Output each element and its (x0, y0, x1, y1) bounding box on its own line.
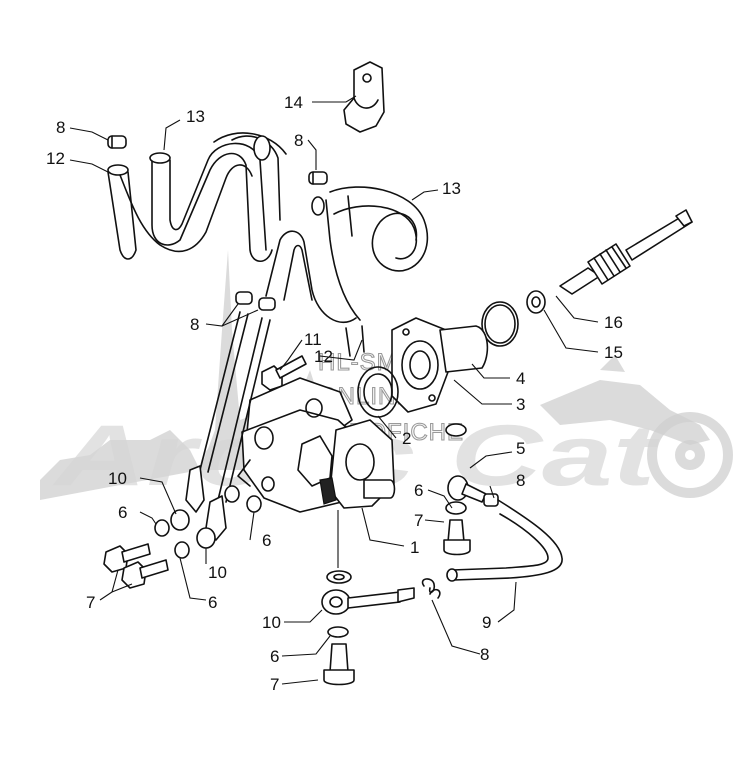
callout-6-right: 6 (414, 481, 423, 500)
callout-9: 9 (482, 613, 491, 632)
part-13-hose-right (265, 186, 429, 324)
callout-7-bottom: 7 (270, 675, 279, 694)
callout-8-bottom: 8 (480, 645, 489, 664)
part-6-washers-right (445, 423, 467, 515)
callout-3: 3 (516, 395, 525, 414)
part-8-clamp-a (107, 135, 127, 149)
callout-13-left: 13 (186, 107, 205, 126)
watermark-skyline-left (40, 430, 200, 500)
part-8-clamp-c (235, 291, 276, 311)
callout-5: 5 (516, 439, 525, 458)
part-16-drive-shaft (559, 209, 693, 295)
part-8-clamp-d (483, 493, 499, 507)
callout-10-bottom: 10 (262, 613, 281, 632)
callout-labels: 14 13 8 12 8 13 8 11 12 16 15 4 3 2 5 6 … (46, 93, 623, 694)
part-10-banjo-bottom (321, 587, 415, 615)
part-8-clamp-e (421, 578, 441, 599)
callout-13-right: 13 (442, 179, 461, 198)
part-11-bolt (261, 355, 307, 391)
part-2-gasket (357, 366, 399, 418)
part-7-bolt-bottom (323, 643, 355, 686)
callout-6-left-b: 6 (208, 593, 217, 612)
callout-16: 16 (604, 313, 623, 332)
callout-7-right: 7 (414, 511, 423, 530)
leader-lines (69, 95, 599, 685)
part-7-bolts-left (103, 543, 169, 589)
callout-1: 1 (410, 538, 419, 557)
part-4-o-ring (481, 301, 519, 347)
callout-7-left: 7 (86, 593, 95, 612)
callout-15: 15 (604, 343, 623, 362)
callout-12-top-left: 12 (46, 149, 65, 168)
part-14-bracket (343, 61, 385, 133)
callout-6-mid: 6 (262, 531, 271, 550)
part-7-bolt-right (443, 519, 471, 556)
callout-6-left-a: 6 (118, 503, 127, 522)
part-6-washers-left (154, 476, 275, 559)
callout-8-top-mid: 8 (294, 131, 303, 150)
callout-11: 11 (304, 330, 322, 349)
part-10-banjo-left (170, 311, 271, 549)
callout-12-mid: 12 (314, 347, 333, 366)
part-6-washer-bottom (326, 570, 352, 584)
part-12-hose-lower (345, 325, 365, 357)
callout-4: 4 (516, 369, 525, 388)
part-15-washer (526, 290, 546, 314)
callout-8-top-left: 8 (56, 118, 65, 137)
callout-8-mid-left: 8 (190, 315, 199, 334)
callout-10-left-b: 10 (208, 563, 227, 582)
part-12-hose-left (107, 164, 137, 260)
callout-14: 14 (284, 93, 303, 112)
callout-8-right: 8 (516, 471, 525, 490)
part-8-clamp-b (308, 171, 328, 185)
part-3-pump-cover (391, 317, 489, 413)
part-9-hose (446, 499, 563, 582)
callout-2: 2 (402, 429, 411, 448)
part-1-oil-pump (237, 377, 396, 513)
part-6-washer-lower (327, 626, 349, 638)
part-13-hose-left (119, 132, 287, 263)
watermark-motorcycle (540, 355, 733, 498)
callout-6-bottom: 6 (270, 647, 279, 666)
callout-10-left: 10 (108, 469, 127, 488)
part-5-banjo-right (447, 475, 487, 503)
